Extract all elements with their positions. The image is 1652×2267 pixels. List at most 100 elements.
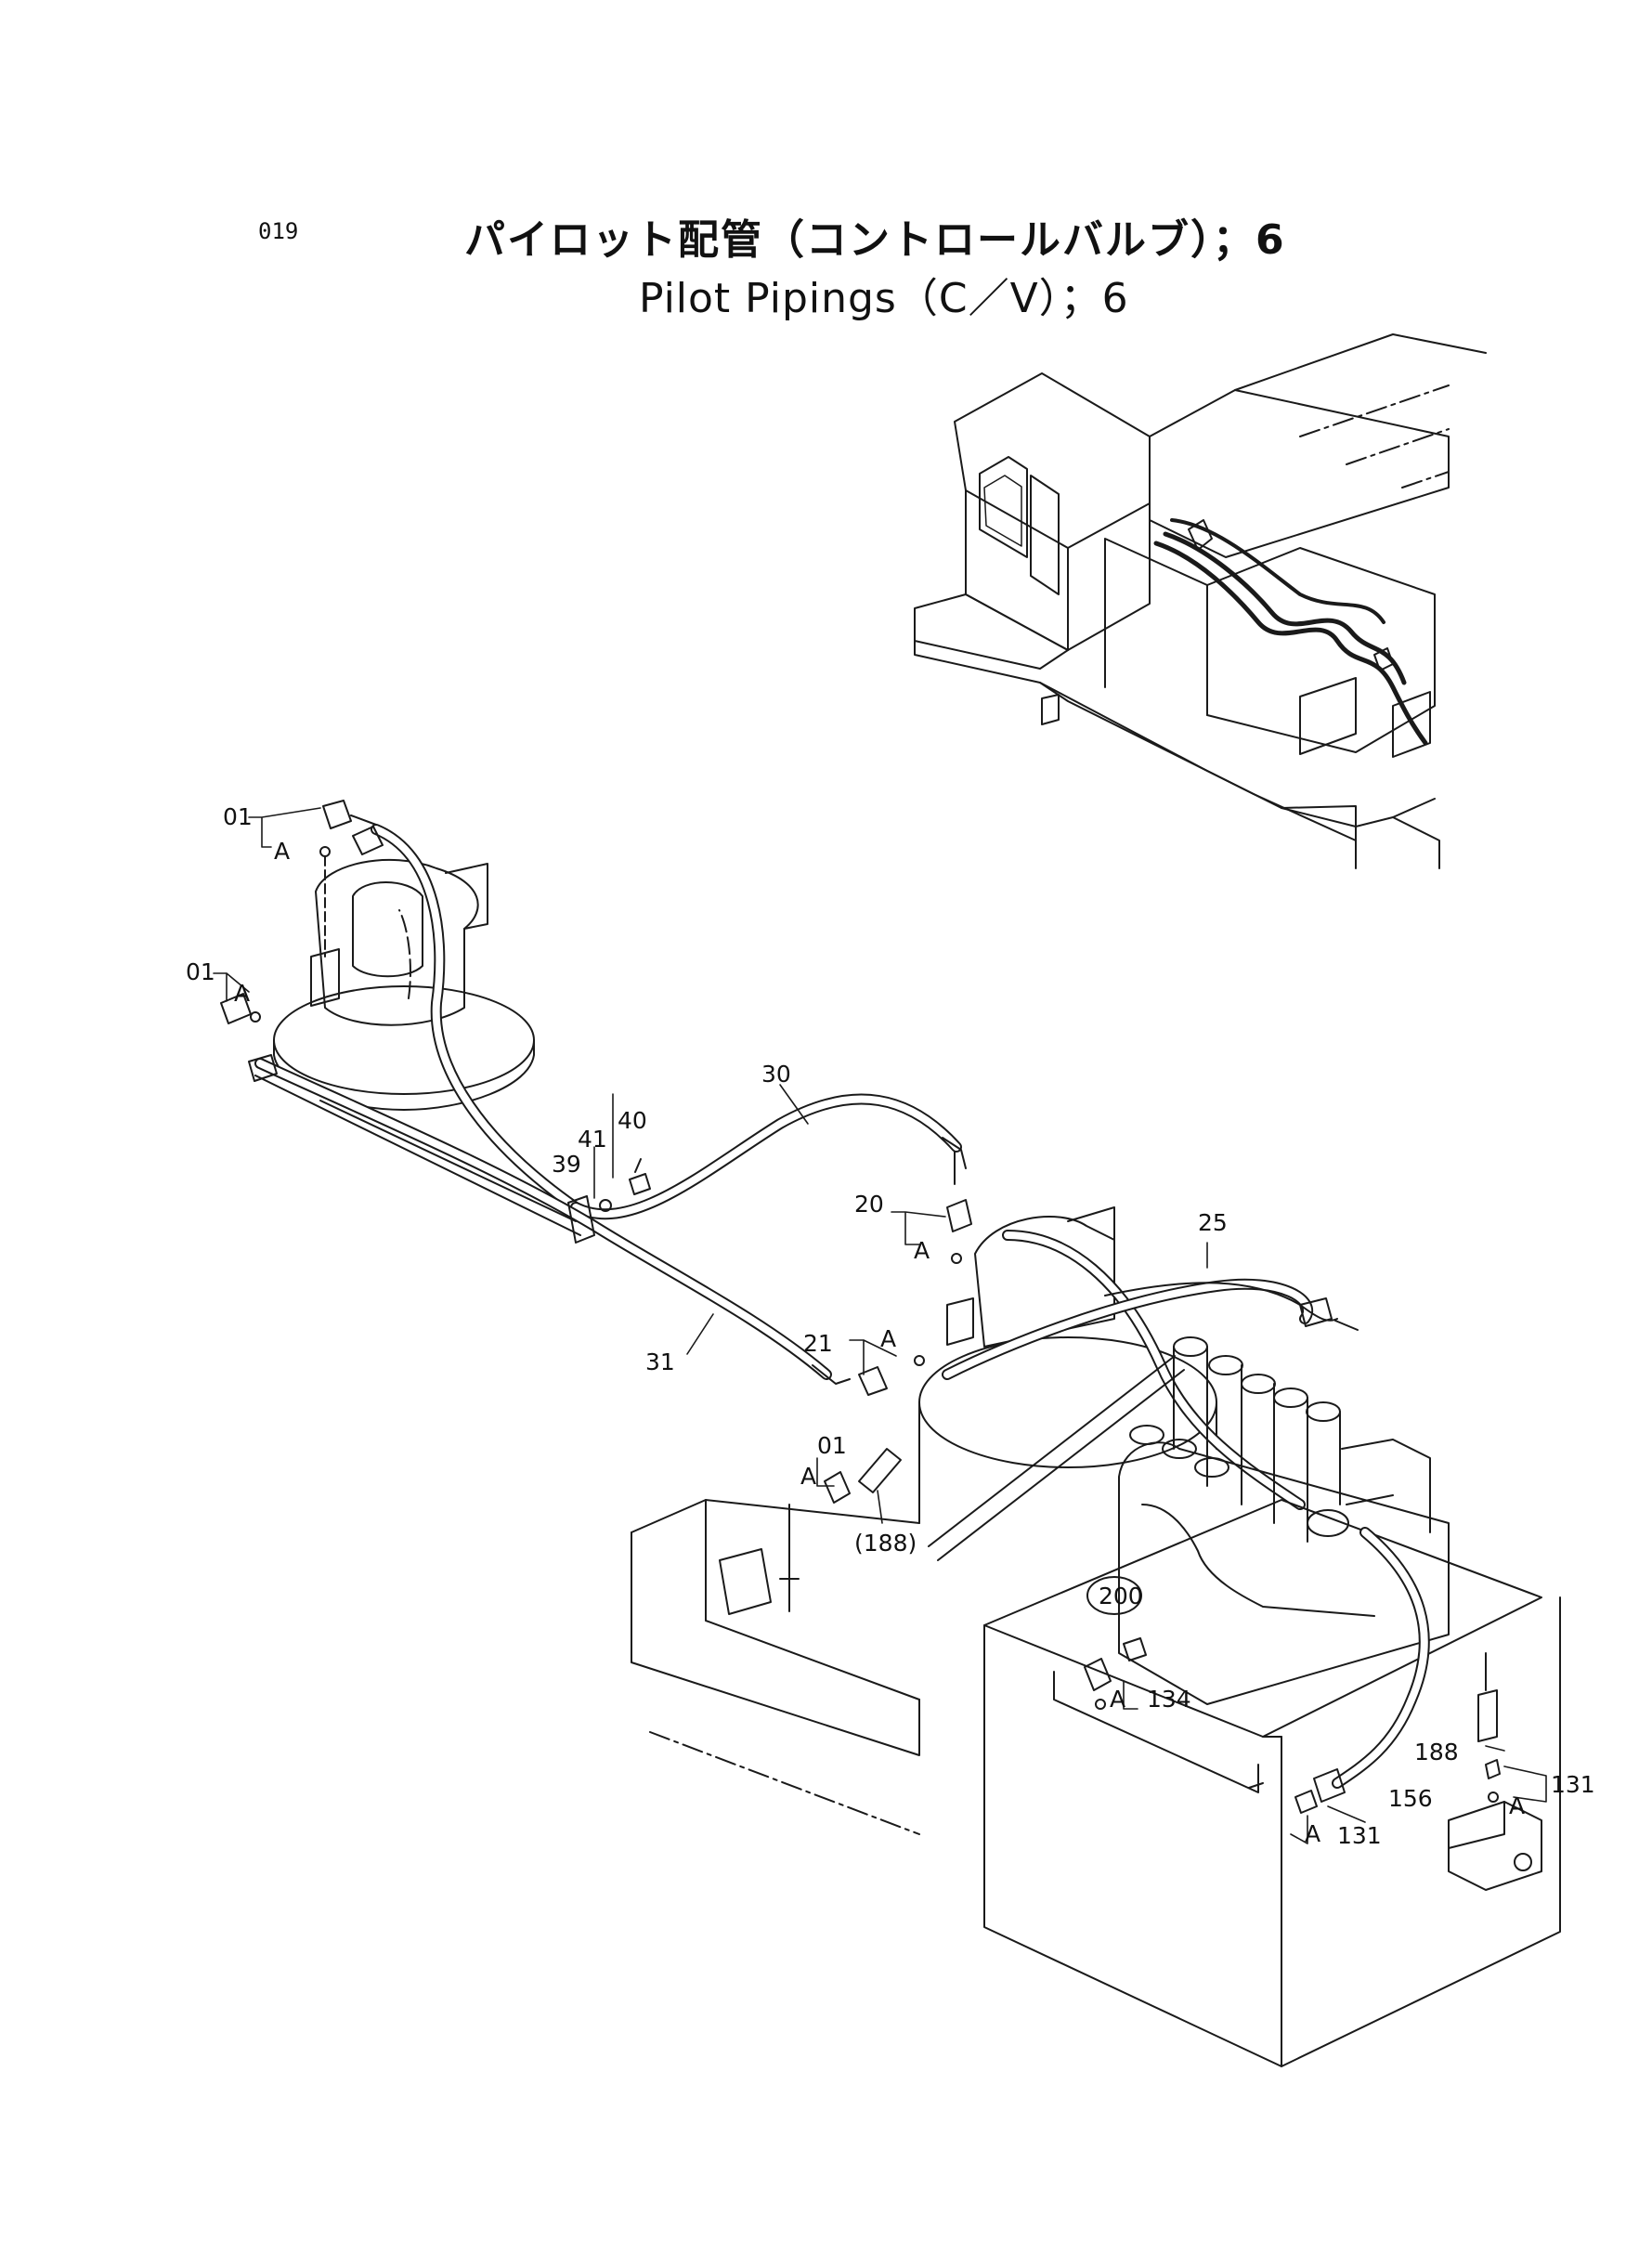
leader-188-left <box>877 1490 883 1524</box>
valve-block-2 <box>1392 691 1431 758</box>
adapter-131-right <box>1485 1759 1501 1779</box>
counterweight-edge <box>1234 333 1487 391</box>
callout-20: 20 <box>854 1191 884 1218</box>
callout-188-left: (188) <box>854 1530 917 1557</box>
spool-columns <box>1173 1346 1341 1543</box>
hose-30-elbow <box>942 1137 967 1185</box>
clamp-washer <box>599 1199 612 1212</box>
o-ring-top <box>319 846 331 857</box>
control-valve-assembly <box>983 1336 1561 2067</box>
tank-lip <box>1053 1671 1259 1793</box>
leader-131-right <box>1503 1765 1547 1803</box>
callout-a-top: A <box>274 838 290 865</box>
swing-motor <box>273 858 535 1111</box>
tank-front <box>983 1624 1282 2067</box>
leader-20 <box>891 1211 946 1245</box>
spool-cap-4 <box>1273 1388 1308 1408</box>
page-number: 019 <box>258 218 299 244</box>
leader-01-a <box>248 807 321 848</box>
cab-roof-outline <box>954 372 1151 549</box>
hose-31-elbow <box>812 1364 851 1385</box>
bracket-top-edge <box>631 1499 920 1533</box>
spool-cap-6 <box>1129 1425 1164 1445</box>
elbow-fitting-top <box>322 800 377 829</box>
callout-131-right: 131 <box>1551 1771 1595 1798</box>
callout-01-lower: 01 <box>817 1432 847 1459</box>
hose-fitting-top <box>352 826 384 855</box>
spool-cap-8 <box>1194 1457 1229 1478</box>
cab-front-face <box>965 489 1069 651</box>
o-ring-21 <box>914 1355 925 1366</box>
elbow-fitting-134 <box>1084 1658 1112 1691</box>
callout-a-20: A <box>914 1237 930 1264</box>
base-block <box>1041 694 1060 725</box>
hose-30-inner <box>572 1095 960 1218</box>
title-japanese: パイロット配管（コントロールバルブ）；6 <box>464 216 1286 264</box>
leader-188-right <box>1485 1745 1505 1752</box>
callout-25: 25 <box>1198 1209 1228 1236</box>
spool-cap-7 <box>1162 1439 1197 1459</box>
swing-motor-flange-edge <box>273 1039 535 1111</box>
callout-a-lower: A <box>800 1463 816 1490</box>
callout-134: 134 <box>1147 1686 1191 1713</box>
tank-top <box>983 1499 1542 1738</box>
frame-bracket <box>631 1499 920 1835</box>
hose-25-fitting <box>1299 1297 1359 1331</box>
callout-01-left: 01 <box>186 958 215 985</box>
hose-fitting-left <box>248 1054 278 1082</box>
bracket-inner-edge <box>705 1499 920 1700</box>
callout-40: 40 <box>618 1107 647 1134</box>
valve-mount-sides <box>918 1401 1217 1524</box>
leader-134 <box>1123 1680 1138 1710</box>
hose-31-outer <box>254 1058 832 1380</box>
spool-cap-1 <box>1173 1336 1208 1357</box>
callout-a-134: A <box>1110 1686 1125 1713</box>
valve-body-center <box>974 1216 1115 1348</box>
leader-01-c <box>816 1457 835 1487</box>
pilot-pipe-thin-2 <box>319 1100 577 1222</box>
swing-motor-base-flange <box>273 985 535 1095</box>
plug-200 <box>1123 1637 1147 1661</box>
bracket-left-edge <box>631 1531 920 1756</box>
cab-window-left <box>979 456 1028 558</box>
spool-cap-3 <box>1241 1374 1276 1394</box>
o-ring-20 <box>951 1253 962 1264</box>
callout-156: 156 <box>1388 1785 1433 1812</box>
hose-25b-inner <box>943 1280 1312 1378</box>
pilot-block-port <box>1514 1853 1532 1871</box>
bracket-block <box>719 1548 772 1615</box>
bracket-post <box>779 1504 800 1612</box>
callout-30: 30 <box>761 1061 791 1088</box>
hose-25-outer <box>1002 1230 1306 1510</box>
callout-41: 41 <box>578 1126 607 1153</box>
valve-mount-flange <box>918 1336 1217 1468</box>
leader-31 <box>686 1313 714 1355</box>
callout-a-21: A <box>880 1325 896 1352</box>
bracket-centerline <box>649 1731 920 1835</box>
clamp-bolt <box>629 1158 651 1195</box>
swing-motor-cap <box>352 881 423 978</box>
tee-fitting-20 <box>946 1199 972 1232</box>
hose-31-inner <box>256 1060 830 1378</box>
base-lower-edge <box>1039 682 1357 869</box>
pressure-switch-188-left <box>858 1448 902 1493</box>
callout-labels: 01 A 01 A 30 41 40 39 20 A 25 21 A 31 01… <box>186 803 1595 1849</box>
control-valve-housing <box>1206 547 1436 753</box>
callout-21: 21 <box>803 1330 833 1357</box>
o-ring-left <box>250 1011 261 1023</box>
adapter-fitting-21 <box>858 1366 888 1396</box>
pilot-block-right <box>1448 1801 1542 1891</box>
leader-156 <box>1327 1805 1366 1823</box>
callout-188-right: 188 <box>1414 1739 1459 1765</box>
valve-block <box>1299 677 1357 755</box>
swing-motor-body <box>315 858 479 1026</box>
spool-cap-5 <box>1306 1401 1341 1422</box>
callout-leaders <box>213 807 1547 1844</box>
machine-overview-illustration <box>914 333 1487 869</box>
adapter-131-left <box>1294 1790 1318 1814</box>
control-valve-body <box>1118 1441 1450 1705</box>
title-english: Pilot Pipings（C／V）；6 <box>639 275 1129 322</box>
leader-21 <box>849 1339 897 1375</box>
